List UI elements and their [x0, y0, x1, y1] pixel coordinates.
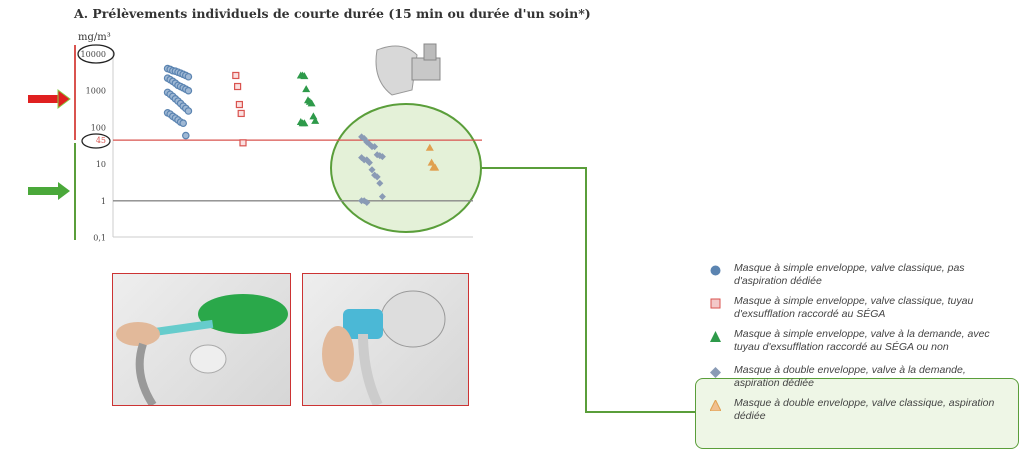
- diamond-marker-icon: [710, 367, 721, 378]
- legend-item: Masque à simple enveloppe, valve à la de…: [710, 328, 1010, 354]
- threshold-circle: [81, 133, 111, 149]
- data-point: [378, 193, 386, 201]
- y-tick-label: 100: [91, 123, 106, 132]
- data-point: [302, 85, 311, 93]
- circle-marker-icon: [710, 265, 721, 276]
- data-point: [427, 158, 436, 166]
- data-point: [235, 100, 243, 109]
- ymax-circle: [77, 44, 115, 64]
- data-point: [309, 112, 318, 120]
- data-point: [425, 143, 434, 151]
- photo-double-mask: [302, 273, 469, 406]
- y-tick-label: 1: [101, 197, 106, 206]
- legend-item: Masque à double enveloppe, valve classiq…: [710, 397, 1010, 423]
- legend-item: Masque à double enveloppe, valve à la de…: [710, 364, 1010, 390]
- data-point: [311, 116, 320, 124]
- data-point: [237, 109, 245, 118]
- data-point: [371, 143, 379, 151]
- triangle-marker-icon: [710, 400, 721, 411]
- highlight-ellipse: [330, 103, 482, 233]
- data-point: [300, 72, 309, 80]
- y-axis-label: mg/m³: [78, 32, 111, 43]
- mask-image: [375, 43, 441, 96]
- data-point: [232, 71, 240, 80]
- data-point: [363, 198, 371, 206]
- photo-bag-valve-mask: [112, 273, 291, 406]
- legend-item: Masque à simple enveloppe, valve classiq…: [710, 295, 1010, 321]
- data-point: [373, 173, 381, 181]
- y-tick-label: 1000: [86, 87, 106, 96]
- data-point: [239, 139, 247, 147]
- data-point: [378, 153, 386, 161]
- data-point: [307, 99, 316, 107]
- y-tick-label: 45: [96, 136, 106, 145]
- data-point: [184, 72, 193, 81]
- data-point: [431, 163, 440, 171]
- y-tick-label: 10: [96, 160, 106, 169]
- chart-title: A. Prélèvements individuels de courte du…: [74, 6, 591, 21]
- data-point: [300, 119, 309, 127]
- data-point: [365, 159, 373, 167]
- highlight-legend-box: [695, 378, 1019, 449]
- connector-line: [481, 167, 695, 413]
- square-marker-icon: [710, 298, 721, 309]
- y-tick-label: 10000: [81, 50, 106, 59]
- data-point: [376, 179, 384, 187]
- red-arrow-icon: [28, 89, 71, 109]
- data-point: [179, 119, 188, 128]
- legend: Masque à simple enveloppe, valve classiq…: [710, 262, 1010, 430]
- triangle-marker-icon: [710, 331, 721, 342]
- legend-item: Masque à simple enveloppe, valve classiq…: [710, 262, 1010, 288]
- data-point: [182, 131, 190, 140]
- data-point: [234, 82, 242, 91]
- data-point: [184, 107, 193, 115]
- data-point: [184, 86, 193, 95]
- green-arrow-icon: [28, 182, 70, 200]
- y-tick-label: 0,1: [93, 234, 106, 243]
- data-point: [368, 166, 376, 174]
